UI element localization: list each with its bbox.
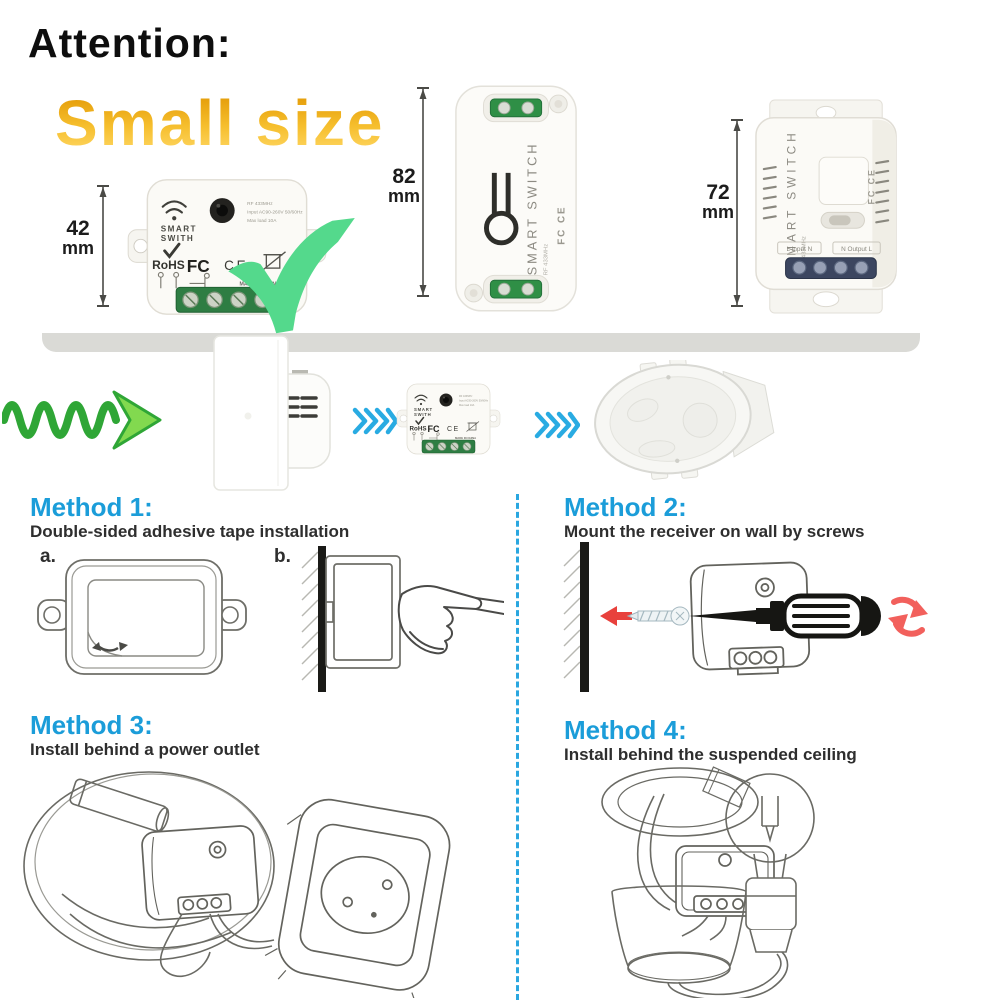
illustration-screw-mount bbox=[563, 542, 928, 692]
dim-line-82mm bbox=[417, 87, 429, 297]
product-basic-unit: SMART SWITCH RF 433MHz FC CE bbox=[455, 85, 577, 312]
red-left-arrow-icon bbox=[600, 606, 632, 626]
wall-output-label: N Output L bbox=[841, 246, 872, 253]
dim-line-72mm bbox=[731, 119, 743, 307]
wall-rf: RF 433MHz bbox=[801, 236, 807, 268]
wall-switch-photo bbox=[213, 335, 331, 491]
dim-82-value: 82 bbox=[392, 165, 416, 188]
dim-label-82mm: 82 mm bbox=[384, 166, 424, 206]
methods-divider bbox=[516, 494, 519, 1000]
dim-42-unit: mm bbox=[61, 238, 94, 259]
product-wall-unit: SMART SWITCH RF 433MHz FC CE L Input N N… bbox=[755, 99, 897, 314]
mini-receiver-photo bbox=[396, 382, 501, 456]
dim-line-42mm bbox=[97, 185, 109, 307]
dim-72-unit: mm bbox=[701, 202, 734, 223]
rotation-arrows-icon bbox=[888, 596, 928, 637]
peel-arrow-icon bbox=[92, 642, 128, 652]
method-1-subtitle: Double-sided adhesive tape installation bbox=[30, 522, 350, 541]
basic-brand: SMART SWITCH bbox=[525, 142, 540, 276]
screwdriver-icon bbox=[689, 593, 881, 639]
junction-box-photo bbox=[594, 360, 775, 480]
chevron-arrows-icon-2 bbox=[534, 411, 580, 439]
illustration-ceiling-lamp bbox=[601, 766, 815, 998]
illustration-power-outlet bbox=[23, 771, 451, 998]
method-2-subtitle: Mount the receiver on wall by screws bbox=[564, 522, 865, 541]
method-2-title: Method 2: bbox=[564, 492, 687, 522]
label-a: a. bbox=[40, 546, 56, 567]
wall-certs: FC CE bbox=[866, 168, 876, 204]
method-1-title: Method 1: bbox=[30, 492, 153, 522]
label-b: b. bbox=[274, 546, 291, 567]
wall-input-label: L Input N bbox=[786, 246, 812, 253]
outlet bbox=[264, 798, 451, 998]
dim-82-unit: mm bbox=[387, 186, 420, 207]
vents bbox=[282, 396, 318, 418]
keyhole-glyph bbox=[483, 172, 519, 246]
wall-terminal-block bbox=[785, 257, 877, 279]
method-3-subtitle: Install behind a power outlet bbox=[30, 740, 260, 759]
receiver-box-outline bbox=[141, 825, 260, 921]
dim-label-42mm: 42 mm bbox=[60, 218, 96, 258]
green-checkmark-icon bbox=[228, 218, 355, 334]
photo-background-strip bbox=[42, 333, 920, 352]
chevron-arrows-icon bbox=[352, 407, 398, 435]
method-4-subtitle: Install behind the suspended ceiling bbox=[564, 745, 857, 764]
illustration-adhesive-box bbox=[37, 559, 247, 675]
dim-72-value: 72 bbox=[706, 181, 730, 204]
wall-bar bbox=[580, 542, 589, 692]
dim-42-value: 42 bbox=[66, 217, 90, 240]
pressing-hand bbox=[397, 585, 504, 655]
method-4-title: Method 4: bbox=[564, 715, 687, 745]
attention-title: Attention: bbox=[28, 20, 232, 66]
basic-rf: RF 433MHz bbox=[544, 244, 550, 276]
method-3-title: Method 3: bbox=[30, 710, 153, 740]
wall-brand: SMART SWITCH bbox=[784, 129, 798, 267]
wall-bar bbox=[318, 546, 326, 692]
headline-small-size: Small size bbox=[55, 87, 385, 159]
screw bbox=[626, 606, 690, 626]
light-bulb bbox=[725, 773, 815, 953]
dim-label-72mm: 72 mm bbox=[698, 182, 738, 222]
signal-wave-icon bbox=[2, 390, 162, 450]
illustration-press-install bbox=[301, 546, 504, 692]
vent-slots bbox=[762, 160, 890, 224]
basic-certs: FC CE bbox=[556, 205, 567, 244]
